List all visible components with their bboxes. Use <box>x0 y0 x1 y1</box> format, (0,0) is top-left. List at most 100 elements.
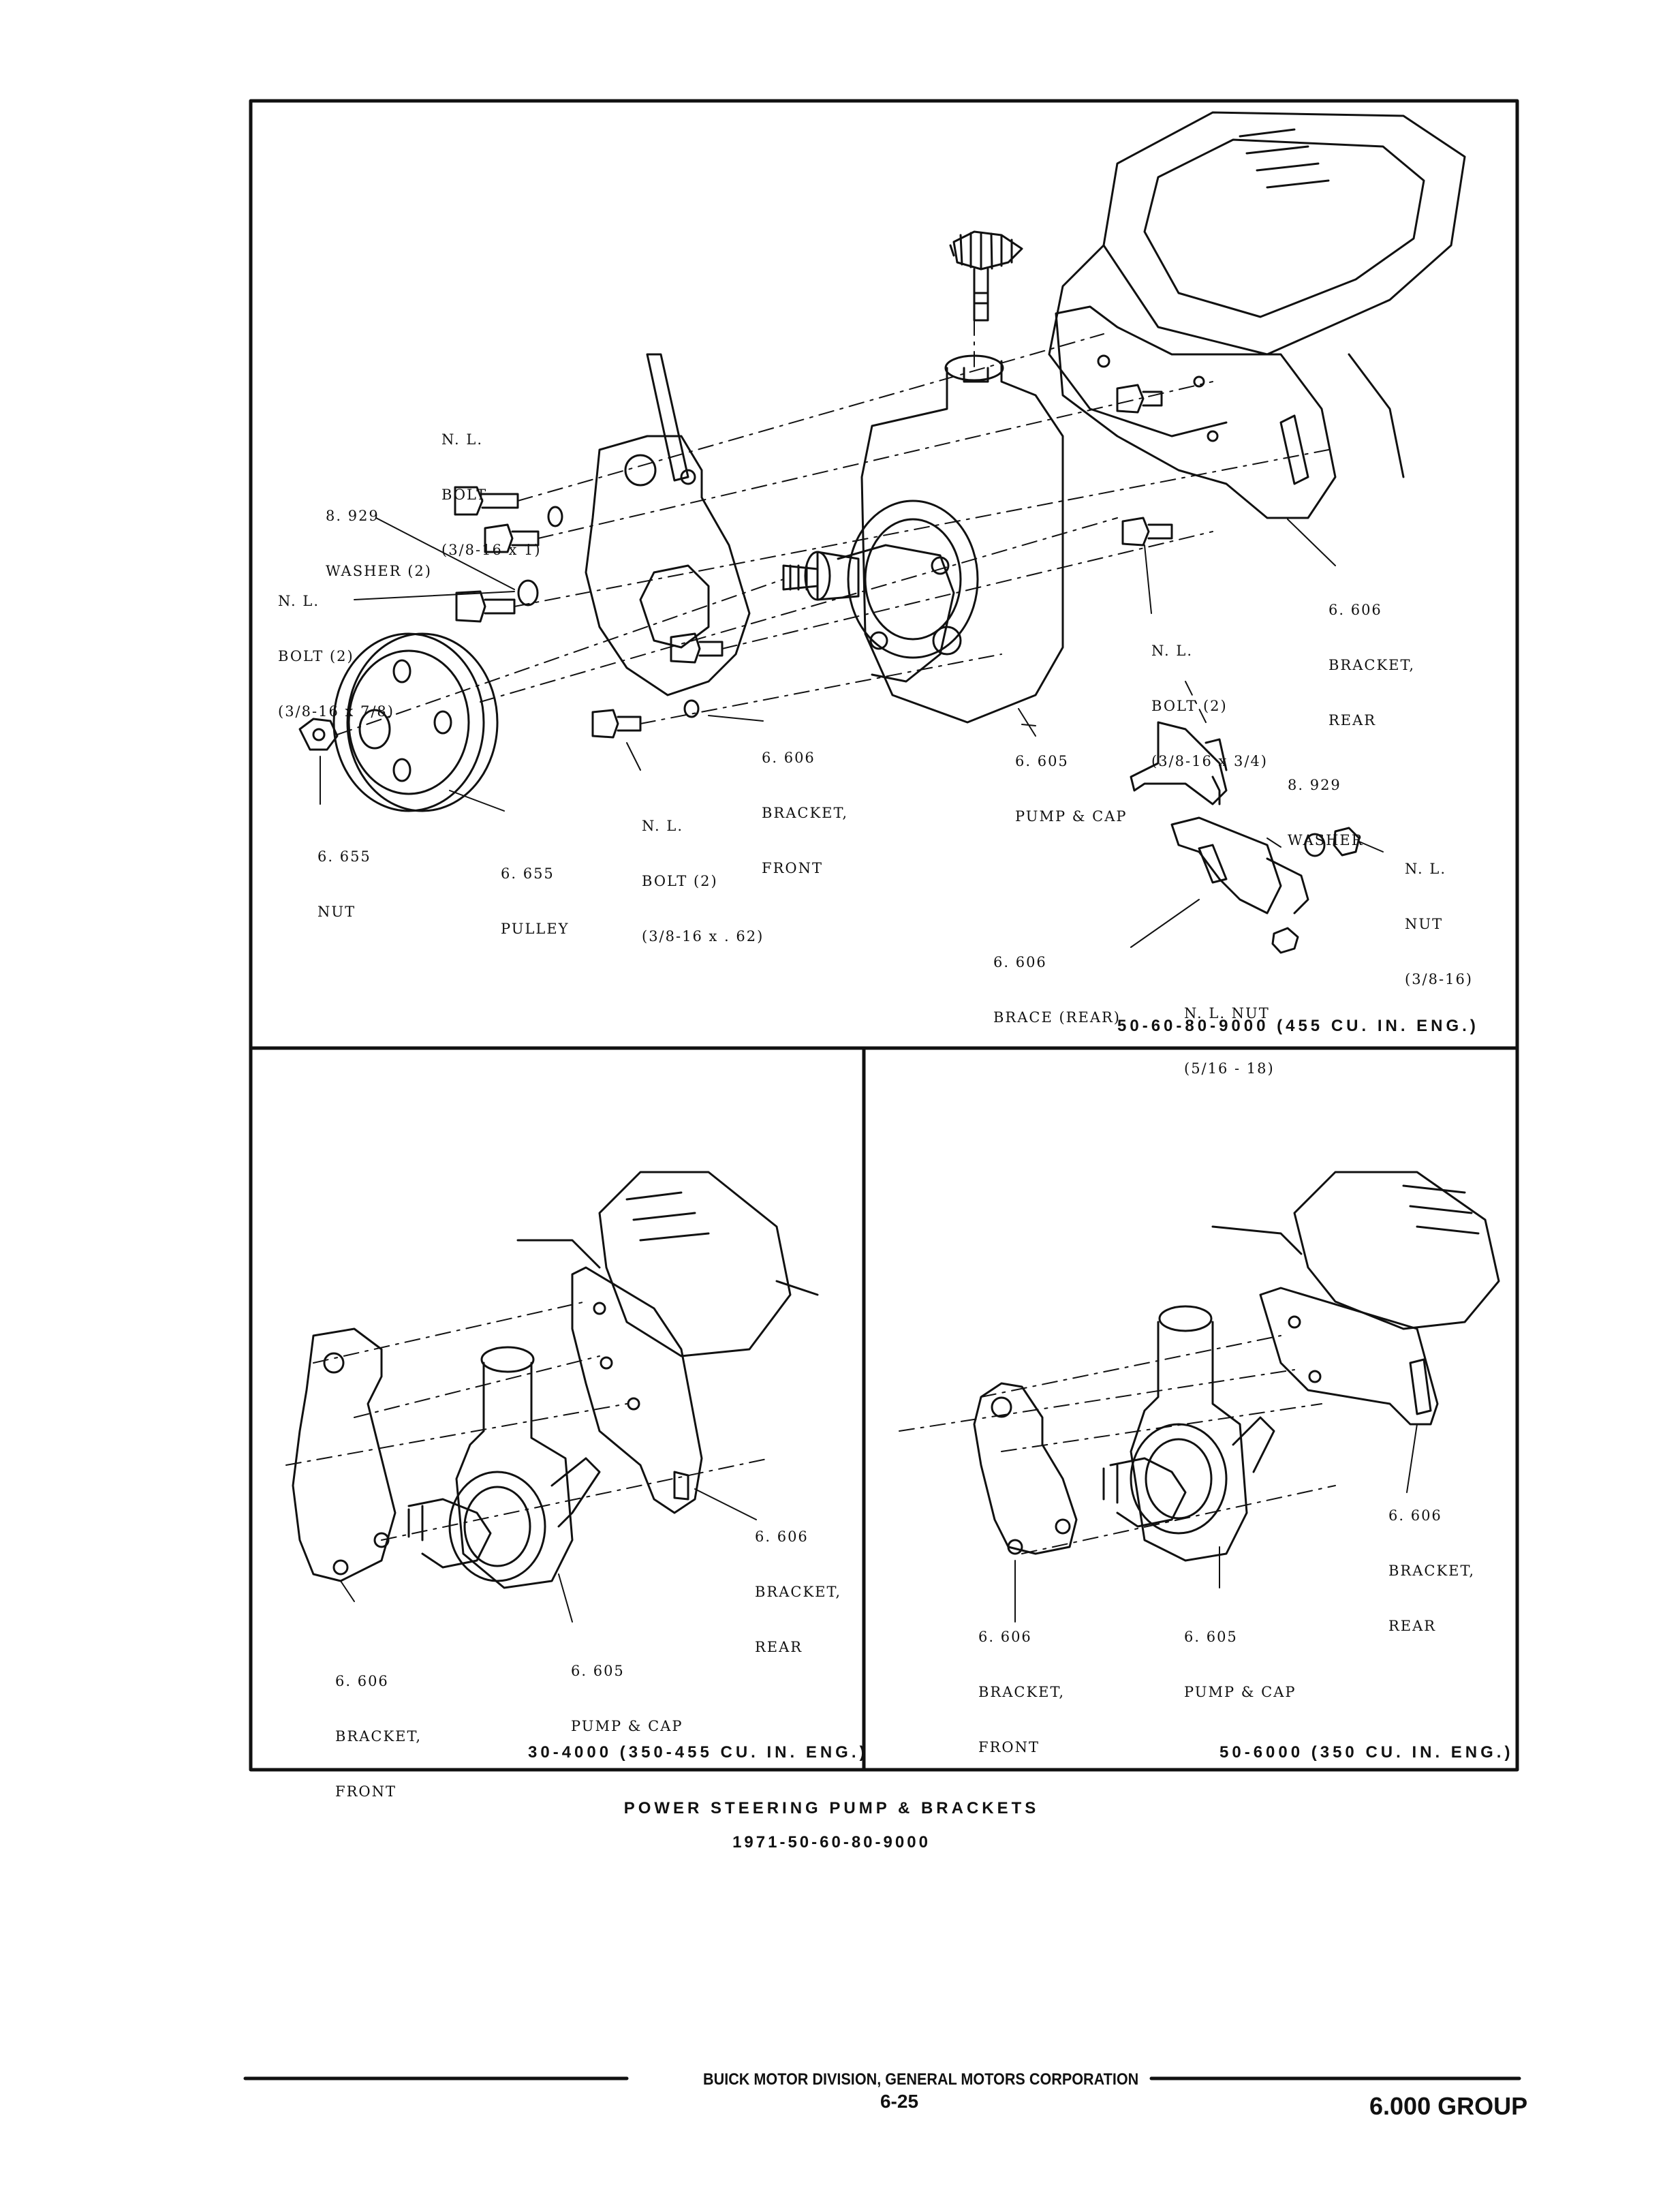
label-bracket-rear: 6. 606 BRACKET, REAR <box>1328 564 1415 748</box>
label-bracket-front: 6. 606 BRACKET, FRONT <box>762 712 848 896</box>
label-line: 6. 606 <box>978 1629 1032 1645</box>
label-line: FRONT <box>978 1739 1040 1755</box>
label-line: WASHER <box>1288 832 1364 848</box>
label-line: BRACKET, <box>1328 657 1416 673</box>
label-line: 6. 605 <box>1015 753 1069 769</box>
label-line: REAR <box>1388 1618 1437 1634</box>
left-panel-caption: 30-4000 (350-455 CU. IN. ENG.) <box>528 1743 869 1762</box>
right-rear-bracket <box>1259 1287 1439 1426</box>
right-engine-cover <box>1211 1171 1500 1330</box>
left-label-bracket-rear: 6. 606 BRACKET, REAR <box>755 1491 841 1675</box>
footer-division: BUICK MOTOR DIVISION, GENERAL MOTORS COR… <box>703 2070 1139 2089</box>
pulley-main <box>332 632 499 812</box>
label-line: BRACKET, <box>978 1684 1066 1700</box>
label-line: N. L. <box>441 431 484 448</box>
right-leaders <box>1014 1424 1418 1623</box>
brace-rear-main <box>1130 721 1361 954</box>
label-line: PUMP & CAP <box>1184 1684 1296 1700</box>
label-bolt-left: N. L. BOLT (2) (3/8-16 x 7/8) <box>278 555 394 739</box>
label-line: BRACE (REAR) <box>993 1009 1121 1026</box>
footer-page-number: 6-25 <box>880 2091 919 2112</box>
label-line: BOLT (2) <box>278 648 354 664</box>
label-line: REAR <box>1328 712 1377 728</box>
label-line: BOLT (2) <box>642 873 718 889</box>
label-line: N. L. <box>1151 643 1194 659</box>
label-line: 8. 929 <box>1288 777 1341 793</box>
left-centerlines <box>285 1301 771 1541</box>
label-line: BRACKET, <box>1388 1563 1476 1579</box>
label-line: NUT <box>1405 916 1444 932</box>
leader-lines-main <box>320 517 1384 948</box>
label-line: 8. 929 <box>326 508 379 524</box>
label-line: REAR <box>755 1639 803 1655</box>
label-line: BRACKET, <box>335 1728 422 1745</box>
label-line: 6. 606 <box>993 954 1047 970</box>
right-panel-caption: 50-6000 (350 CU. IN. ENG.) <box>1219 1743 1514 1762</box>
label-line: BOLT <box>441 487 488 503</box>
label-bolt-bottom: N. L. BOLT (2) (3/8-16 x . 62) <box>642 780 764 964</box>
left-pump <box>407 1346 601 1589</box>
footer-group: 6.000 GROUP <box>1369 2092 1528 2120</box>
engine-valve-cover <box>1048 111 1466 478</box>
label-line: 6. 605 <box>571 1663 625 1679</box>
figure-frame <box>249 99 1519 1772</box>
label-line: 6. 606 <box>1328 602 1382 618</box>
pulley-nut-main <box>298 718 339 751</box>
label-line: (3/8-16 x 1) <box>441 542 542 558</box>
left-engine-cover <box>516 1171 819 1357</box>
right-label-bracket-front: 6. 606 BRACKET, FRONT <box>978 1591 1065 1775</box>
label-line: BRACKET, <box>755 1584 842 1600</box>
rear-bracket-main <box>1055 305 1337 519</box>
front-bracket-main <box>585 353 751 696</box>
right-pump <box>1102 1305 1275 1562</box>
label-line: 6. 605 <box>1184 1629 1238 1645</box>
label-line: 6. 606 <box>335 1673 389 1689</box>
label-line: FRONT <box>762 860 823 876</box>
label-line: BOLT (2) <box>1151 698 1228 714</box>
left-label-bracket-front: 6. 606 BRACKET, FRONT <box>335 1635 422 1819</box>
label-bolt-top: N. L. BOLT (3/8-16 x 1) <box>441 394 542 578</box>
label-line: NUT <box>317 904 356 920</box>
right-label-pump-cap: 6. 605 PUMP & CAP <box>1184 1591 1296 1720</box>
label-nut-right: N. L. NUT (3/8-16) <box>1405 823 1473 1007</box>
label-bolt-right: N. L. BOLT (2) (3/8-16 x 3/4) <box>1151 605 1268 789</box>
filler-cap-dipstick <box>949 230 1023 322</box>
label-line: WASHER (2) <box>326 563 432 579</box>
left-rear-bracket <box>571 1266 703 1514</box>
assembly-centerlines-main <box>337 320 1329 735</box>
label-pulley-nut: 6. 655 NUT <box>317 811 371 940</box>
label-line: PULLEY <box>501 921 570 937</box>
right-centerlines <box>899 1335 1336 1554</box>
label-line: 6. 606 <box>762 750 815 766</box>
main-panel-caption: 50-60-80-9000 (455 CU. IN. ENG.) <box>1117 1017 1479 1035</box>
label-line: BRACKET, <box>762 805 849 821</box>
label-line: (3/8-16 x . 62) <box>642 928 764 944</box>
left-label-pump-cap: 6. 605 PUMP & CAP <box>571 1625 683 1754</box>
bolts-washers-main <box>454 384 1173 739</box>
label-line: FRONT <box>335 1783 397 1800</box>
label-line: (3/8-16) <box>1405 971 1473 987</box>
left-front-bracket <box>292 1327 397 1582</box>
label-brace-rear: 6. 606 BRACE (REAR) <box>993 917 1121 1045</box>
left-leaders <box>340 1488 757 1623</box>
label-line: N. L. NUT <box>1184 1005 1270 1021</box>
label-washer-right: 8. 929 WASHER <box>1288 739 1364 868</box>
figure-subtitle: 1971-50-60-80-9000 <box>732 1833 931 1852</box>
label-line: N. L. <box>1405 861 1447 877</box>
right-label-bracket-rear: 6. 606 BRACKET, REAR <box>1388 1470 1475 1654</box>
label-line: 6. 655 <box>501 865 555 882</box>
label-line: (5/16 - 18) <box>1184 1060 1275 1077</box>
label-line: 6. 606 <box>755 1529 809 1545</box>
label-line: N. L. <box>642 818 684 834</box>
label-line: 6. 655 <box>317 848 371 865</box>
pump-assembly-main <box>782 354 1064 724</box>
label-line: N. L. <box>278 593 320 609</box>
label-nut-brace: N. L. NUT (5/16 - 18) <box>1184 968 1275 1096</box>
label-line: (3/8-16 x 3/4) <box>1151 753 1268 769</box>
label-line: PUMP & CAP <box>571 1718 683 1734</box>
figure-title: POWER STEERING PUMP & BRACKETS <box>623 1799 1040 1817</box>
label-pulley: 6. 655 PULLEY <box>501 828 570 957</box>
label-line: 6. 606 <box>1388 1507 1442 1524</box>
